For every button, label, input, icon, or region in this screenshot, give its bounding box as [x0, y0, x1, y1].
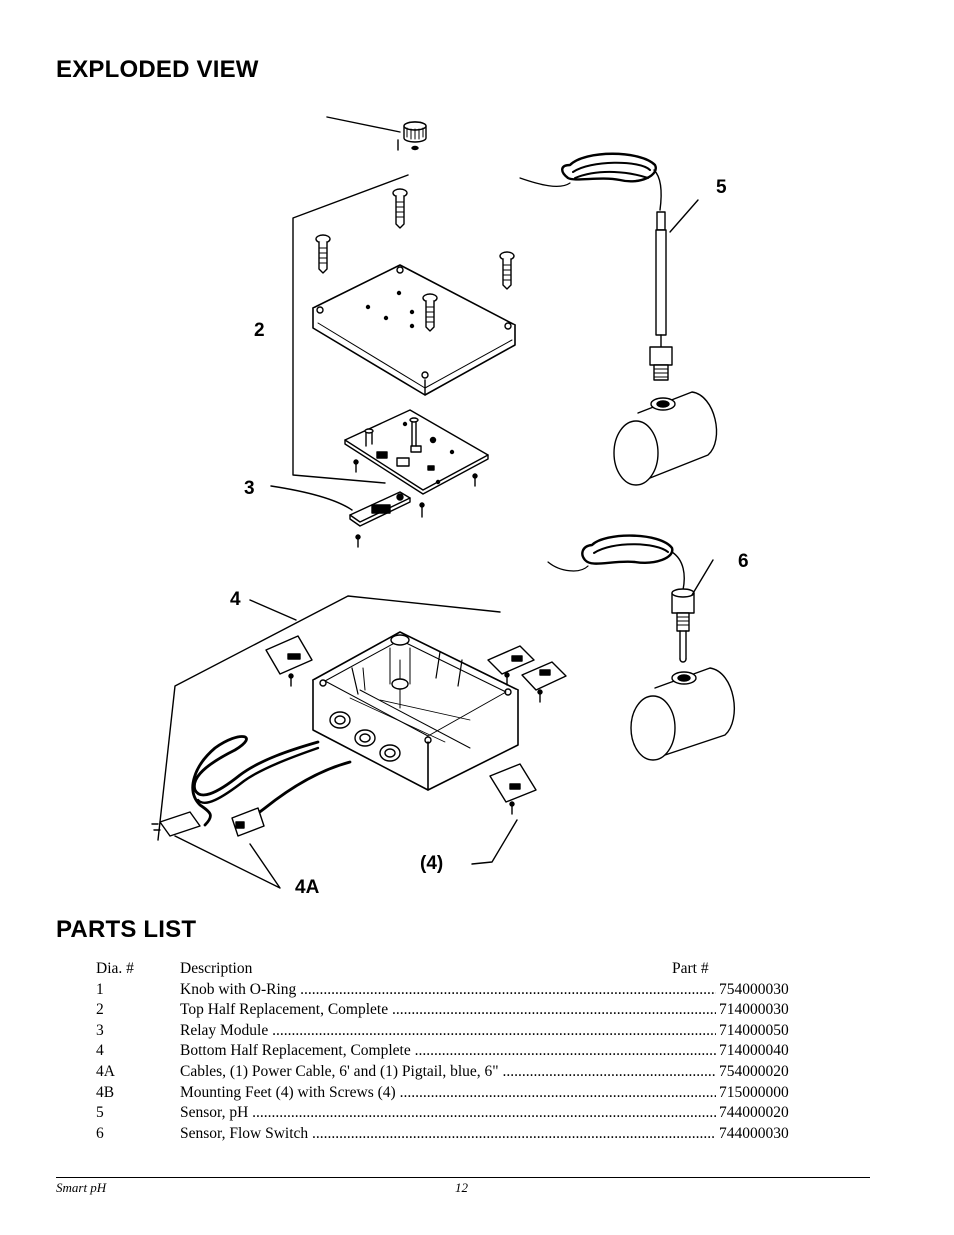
mounting-foot [487, 645, 535, 686]
mounting-foot [265, 635, 313, 687]
callout-4: 4 [230, 589, 241, 610]
relay-module-part [270, 485, 425, 548]
ph-sensor-part [519, 152, 718, 486]
callout-leader [471, 819, 518, 865]
callout-2: 2 [254, 320, 265, 341]
description-cell: Cables, (1) Power Cable, 6' and (1) Pigt… [180, 1062, 499, 1080]
callout-6: 6 [738, 551, 749, 572]
dia-cell: 4B [96, 1083, 115, 1101]
table-row: 4B Mounting Feet (4) with Screws (4) 715… [96, 1083, 800, 1104]
description-cell: Sensor, Flow Switch [180, 1124, 309, 1142]
dia-cell: 5 [96, 1104, 104, 1122]
part-number-cell: 754000020 [719, 1062, 789, 1080]
callout-4a: 4A [295, 877, 320, 898]
dia-cell: 1 [96, 980, 104, 998]
description-column-header: Description [180, 960, 253, 977]
table-row: 4A Cables, (1) Power Cable, 6' and (1) P… [96, 1062, 800, 1083]
exploded-view-diagram [151, 116, 735, 889]
mounting-foot [489, 763, 537, 815]
table-row: 4 Bottom Half Replacement, Complete 7140… [96, 1041, 800, 1062]
part-number-cell: 744000030 [719, 1124, 789, 1142]
dia-cell: 2 [96, 1001, 104, 1019]
mounting-foot [521, 661, 567, 703]
cable-gland [379, 744, 401, 762]
screw [392, 188, 408, 229]
callout-3: 3 [244, 478, 255, 499]
description-cell: Top Half Replacement, Complete [180, 1001, 389, 1019]
description-cell: Relay Module [180, 1021, 269, 1039]
footer-rule [56, 1177, 870, 1178]
table-row: 2 Top Half Replacement, Complete 7140000… [96, 1000, 800, 1021]
parts-list-table: Dia. # Description Part # 1 Knob with O-… [96, 959, 800, 1144]
part-number-cell: 714000040 [719, 1042, 789, 1060]
part-number-cell: 744000020 [719, 1104, 789, 1122]
screw [499, 251, 515, 290]
part-number-cell: 714000030 [719, 1001, 789, 1019]
dia-cell: 4 [96, 1042, 104, 1060]
dia-cell: 3 [96, 1021, 104, 1039]
description-cell: Knob with O-Ring [180, 980, 297, 998]
screw [315, 234, 331, 274]
top-half-part [312, 188, 516, 396]
description-cell: Sensor, pH [180, 1104, 249, 1122]
dia-cell: 6 [96, 1124, 104, 1142]
part-number-cell: 715000000 [719, 1083, 789, 1101]
exploded-view-heading: EXPLODED VIEW [56, 56, 259, 83]
knob-part [326, 116, 427, 151]
table-row: 6 Sensor, Flow Switch 744000030 [96, 1124, 800, 1145]
table-row: 3 Relay Module 714000050 [96, 1021, 800, 1042]
callout-leader [174, 835, 281, 889]
footer-product-name: Smart pH [56, 1180, 107, 1195]
dia-cell: 4A [96, 1062, 115, 1080]
callout-bracket [292, 174, 409, 484]
callout-4b: (4) [420, 853, 444, 874]
table-row: 1 Knob with O-Ring 754000030 [96, 980, 800, 1001]
footer-page-number: 12 [455, 1180, 468, 1195]
parts-list-header-row: Dia. # Description Part # [96, 959, 800, 980]
bottom-half-part [157, 595, 519, 841]
screw [422, 293, 438, 332]
description-cell: Mounting Feet (4) with Screws (4) [180, 1083, 396, 1101]
part-number-cell: 754000030 [719, 980, 789, 998]
part-number-cell: 714000050 [719, 1021, 789, 1039]
flow-switch-part [547, 534, 735, 761]
cable-gland [329, 711, 351, 729]
part-column-header: Part # [672, 960, 709, 977]
circuit-board-part [344, 409, 489, 495]
cables-part [151, 735, 352, 889]
cable-gland [354, 729, 376, 747]
callout-5: 5 [716, 177, 727, 198]
parts-list-heading: PARTS LIST [56, 916, 197, 943]
description-cell: Bottom Half Replacement, Complete [180, 1042, 411, 1060]
table-row: 5 Sensor, pH 744000020 [96, 1103, 800, 1124]
dia-column-header: Dia. # [96, 960, 134, 977]
